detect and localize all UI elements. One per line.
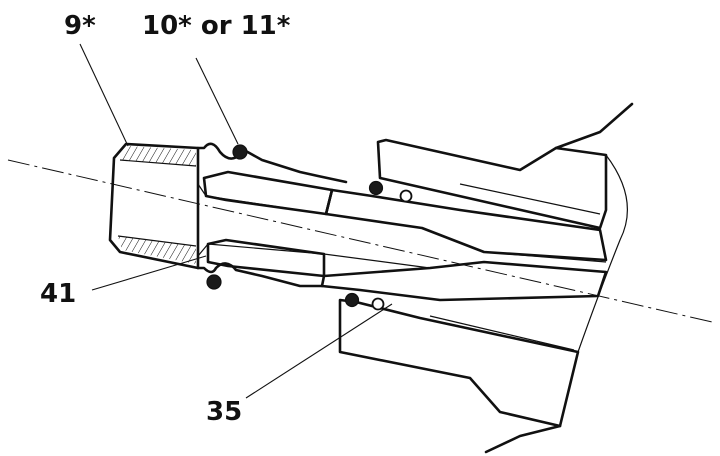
label-part-9: 9* bbox=[64, 11, 96, 41]
spindle-upper-body bbox=[324, 188, 608, 262]
nipple-hex-hatch-bottom bbox=[118, 236, 196, 264]
housing-lower-wall bbox=[338, 298, 580, 428]
nipple-stem-upper bbox=[202, 170, 334, 216]
housing-break-line bbox=[577, 154, 628, 353]
o-ring-spindle-top-left bbox=[368, 180, 384, 196]
leader-part-9 bbox=[79, 43, 129, 147]
o-ring-part-41-bottom bbox=[206, 274, 222, 290]
housing bbox=[338, 102, 634, 454]
nipple-profile-top bbox=[196, 142, 348, 184]
leader-part-41 bbox=[91, 255, 207, 291]
o-ring-part-10-11-top bbox=[232, 144, 248, 160]
label-part-41: 41 bbox=[40, 279, 76, 309]
label-part-10-or-11: 10* or 11* bbox=[142, 11, 291, 41]
nipple-part-9 bbox=[108, 142, 485, 288]
housing-outer-edge-bottom bbox=[484, 424, 562, 454]
nipple-stem-lower bbox=[206, 238, 326, 278]
leader-part-10-11 bbox=[195, 57, 239, 145]
o-ring-spindle-bottom-left bbox=[344, 292, 360, 308]
spindle-lower-body bbox=[320, 260, 608, 302]
o-ring-spindle-bottom-right bbox=[371, 297, 385, 311]
label-part-35: 35 bbox=[206, 397, 242, 427]
housing-outer-edge-top bbox=[554, 102, 634, 150]
o-ring-spindle-top-right bbox=[399, 189, 413, 203]
nipple-profile-bottom bbox=[196, 262, 324, 288]
leader-part-35 bbox=[245, 303, 393, 399]
